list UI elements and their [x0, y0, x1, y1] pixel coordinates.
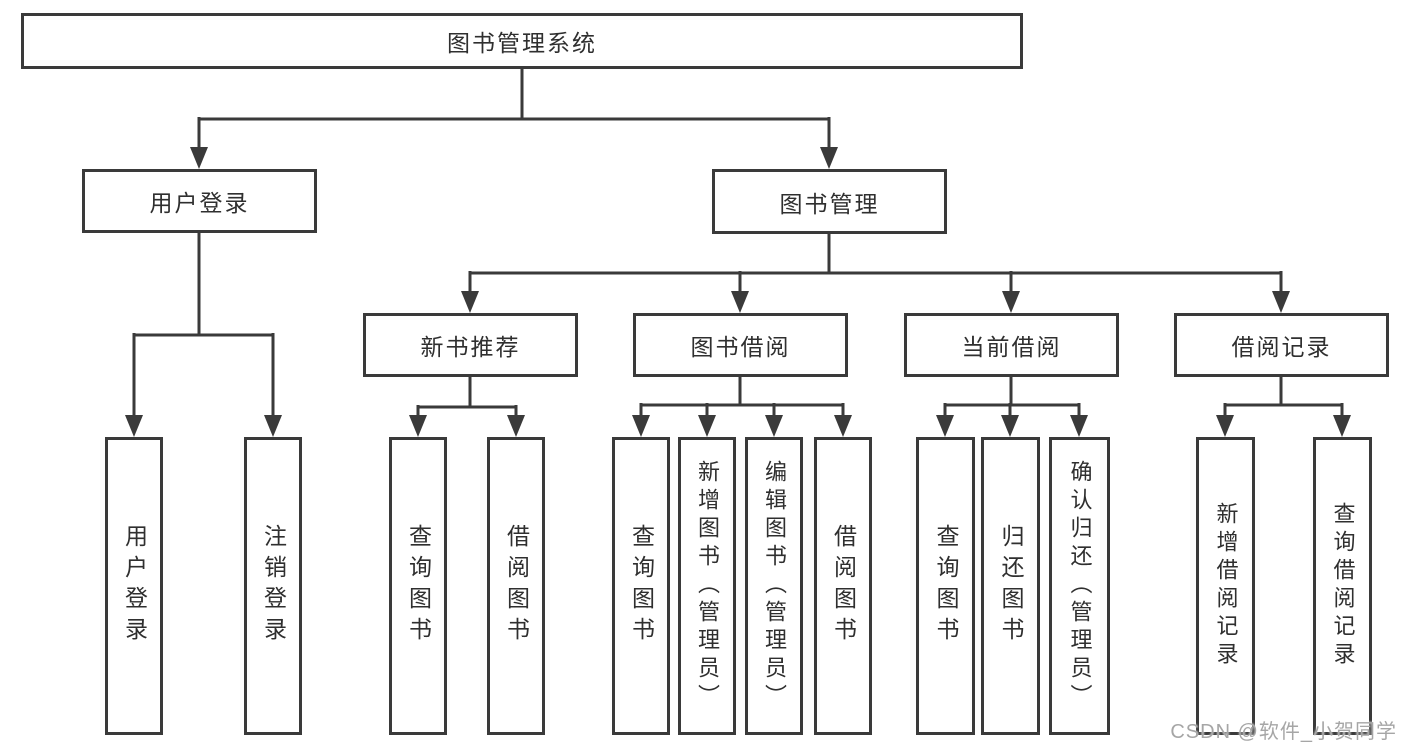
node-user-login: 用户登录 — [82, 169, 317, 233]
leaf-logout: 注销登录 — [244, 437, 302, 735]
leaf-add-borrow-record: 新增借阅记录 — [1196, 437, 1255, 735]
leaf-return-book: 归还图书 — [981, 437, 1040, 735]
node-book-borrowing: 图书借阅 — [633, 313, 848, 377]
watermark: CSDN @软件_小贺同学 — [1170, 721, 1397, 743]
node-book-management: 图书管理 — [712, 169, 947, 234]
leaf-edit-book-admin: 编辑图书（管理员） — [745, 437, 803, 735]
leaf-borrow-books-recommend: 借阅图书 — [487, 437, 545, 735]
leaf-borrow-book: 借阅图书 — [814, 437, 872, 735]
node-library-management-system: 图书管理系统 — [21, 13, 1023, 69]
node-borrowing-records: 借阅记录 — [1174, 313, 1389, 377]
node-new-book-recommendation: 新书推荐 — [363, 313, 578, 377]
leaf-query-books-borrow: 查询图书 — [612, 437, 670, 735]
node-current-borrowing: 当前借阅 — [904, 313, 1119, 377]
leaf-confirm-return-admin: 确认归还（管理员） — [1049, 437, 1110, 735]
leaf-query-books-recommend: 查询图书 — [389, 437, 447, 735]
leaf-user-login: 用户登录 — [105, 437, 163, 735]
arrowheads — [125, 147, 1351, 437]
leaf-query-borrow-record: 查询借阅记录 — [1313, 437, 1372, 735]
leaf-query-books-current: 查询图书 — [916, 437, 975, 735]
leaf-add-book-admin: 新增图书（管理员） — [678, 437, 736, 735]
